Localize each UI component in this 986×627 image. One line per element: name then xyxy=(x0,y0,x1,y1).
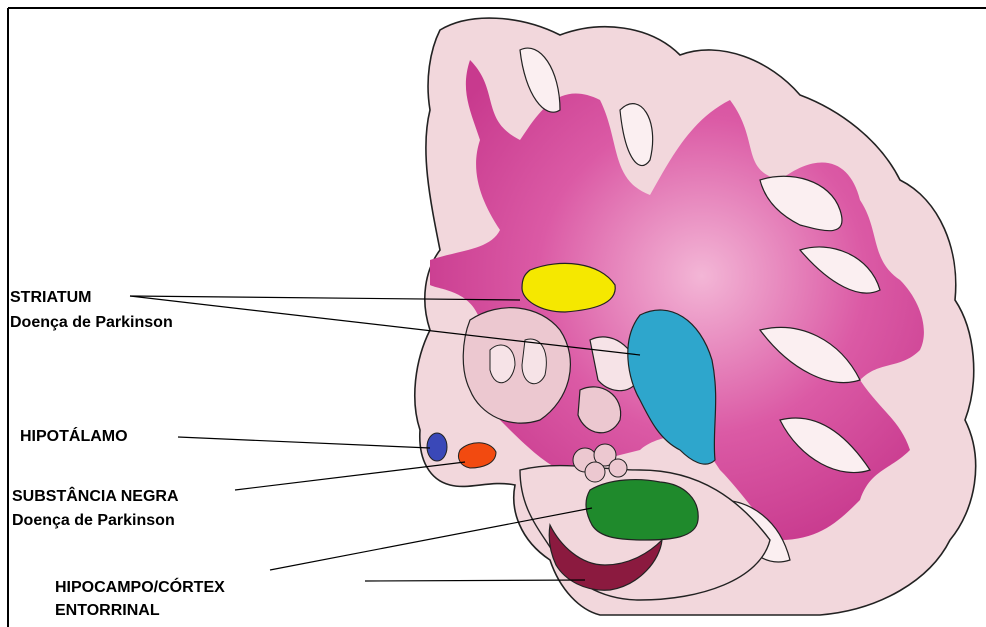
label-hippocampus-line1: HIPOCAMPO/CÓRTEX xyxy=(55,578,225,598)
label-striatum-disease: Doença de Parkinson xyxy=(10,313,173,333)
leader-hypothalamus xyxy=(178,437,430,448)
thalamus xyxy=(463,308,570,423)
mammillary-body-3 xyxy=(585,462,605,482)
leader-hippocampus xyxy=(365,580,585,581)
label-hippocampus-line2: ENTORRINAL xyxy=(55,601,160,621)
thalamus-inner-2 xyxy=(522,339,546,384)
mammillary-body-4 xyxy=(609,459,627,477)
leader-substantia-nigra xyxy=(235,462,465,490)
label-hypothalamus: HIPOTÁLAMO xyxy=(20,427,128,447)
hypothalamus-blue xyxy=(427,433,447,461)
amygdala-green xyxy=(586,480,698,540)
label-striatum: STRIATUM xyxy=(10,288,91,308)
label-substantia-nigra: SUBSTÂNCIA NEGRA xyxy=(12,487,179,507)
label-substantia-nigra-disease: Doença de Parkinson xyxy=(12,511,175,531)
